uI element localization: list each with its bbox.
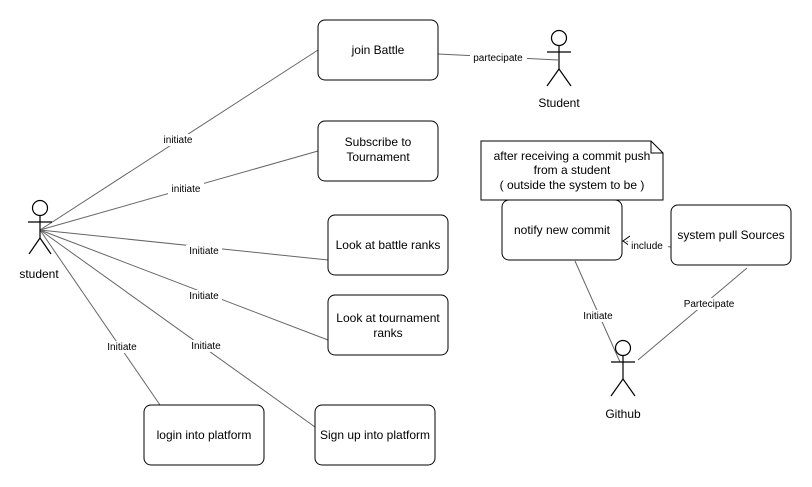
actor-head: [614, 339, 632, 357]
usecase-battle-ranks[interactable]: Look at battle ranks: [327, 214, 449, 276]
actor-head: [550, 29, 568, 47]
label-partecipate: partecipate: [473, 53, 523, 64]
usecase-subscribe-label-1: Subscribe to: [345, 135, 412, 149]
usecase-tournament-ranks[interactable]: Look at tournament ranks: [327, 294, 449, 356]
usecase-notify-label: notify new commit: [514, 223, 611, 237]
assoc-battle-ranks: [39, 229, 329, 261]
label-initiate-battle: Initiate: [189, 246, 219, 257]
actor-leg-left: [610, 378, 624, 397]
actor-student-name: student: [19, 267, 59, 281]
actor-student-top-name: Student: [538, 96, 580, 110]
usecase-signup[interactable]: Sign up into platform: [314, 404, 436, 466]
associations: [39, 49, 748, 428]
usecase-subscribe-tournament[interactable]: Subscribe to Tournament: [317, 120, 439, 182]
usecase-notify-commit[interactable]: notify new commit: [501, 199, 623, 261]
note-line-3: ( outside the system to be ): [500, 178, 645, 192]
label-partecipate-github: Partecipate: [684, 299, 735, 310]
usecase-join-battle-label: join Battle: [351, 43, 405, 57]
usecase-join-battle[interactable]: join Battle: [317, 19, 439, 81]
actor-leg-right: [622, 378, 636, 397]
association-labels: partecipate initiate initiate Initiate I…: [104, 52, 739, 353]
note-commit-push: after receiving a commit push from a stu…: [480, 140, 664, 201]
usecase-signup-label: Sign up into platform: [320, 428, 430, 442]
assoc-tournament-ranks: [39, 229, 329, 341]
note-line-2: from a student: [534, 163, 611, 177]
actor-student-top[interactable]: Student: [538, 29, 580, 111]
actor-leg-left: [546, 68, 560, 87]
actor-github[interactable]: Github: [605, 339, 641, 422]
label-initiate-tournament: Initiate: [189, 291, 219, 302]
usecase-login-label: login into platform: [157, 428, 252, 442]
include-arrowhead: [622, 235, 631, 247]
usecase-tournament-ranks-label-2: ranks: [373, 326, 402, 340]
label-initiate-github: Initiate: [583, 311, 613, 322]
note-line-1: after receiving a commit push: [494, 149, 651, 163]
usecase-login[interactable]: login into platform: [143, 404, 265, 466]
label-initiate-login: Initiate: [107, 342, 137, 353]
actor-leg-right: [558, 68, 572, 87]
assoc-login: [39, 229, 161, 406]
label-initiate-subscribe: initiate: [172, 184, 201, 195]
label-include: include: [631, 241, 663, 252]
usecase-tournament-ranks-label-1: Look at tournament: [336, 311, 440, 325]
usecase-subscribe-label-2: Tournament: [346, 150, 410, 164]
usecase-battle-ranks-label: Look at battle ranks: [336, 238, 441, 252]
actor-leg-right: [39, 237, 52, 255]
assoc-signup: [39, 229, 316, 428]
actor-head: [31, 199, 49, 217]
assoc-github-pull: [637, 267, 748, 361]
actor-student[interactable]: student: [19, 199, 59, 282]
usecase-pull-sources[interactable]: system pull Sources: [670, 204, 792, 266]
actor-leg-left: [28, 237, 41, 255]
usecase-pull-label: system pull Sources: [677, 228, 784, 242]
label-initiate-signup: Initiate: [191, 341, 221, 352]
actor-github-name: Github: [605, 407, 641, 421]
label-initiate-join: initiate: [164, 135, 193, 146]
